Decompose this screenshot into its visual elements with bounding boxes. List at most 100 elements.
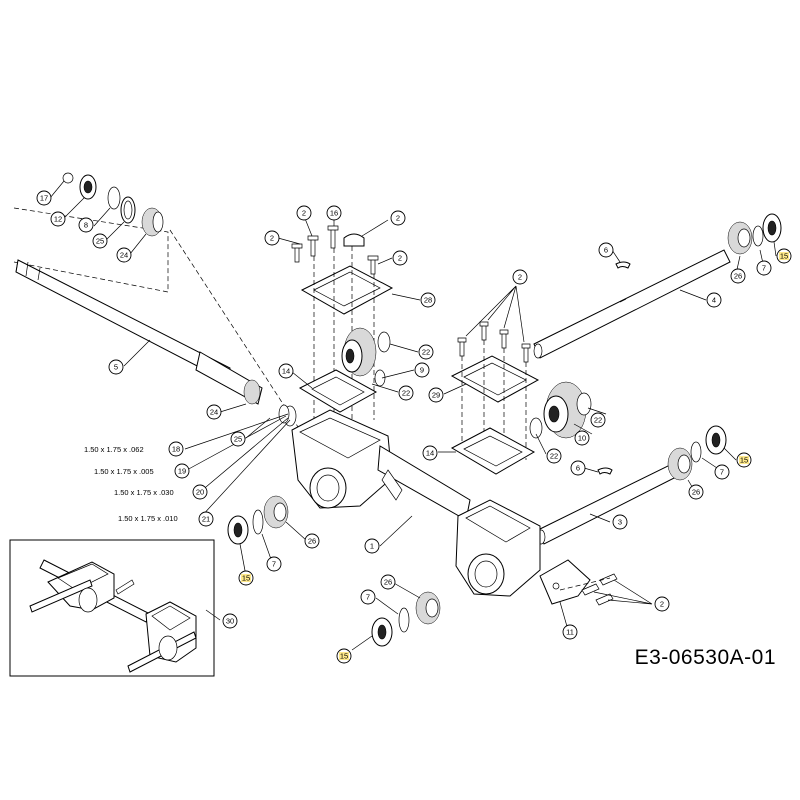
callout-label: 15 [780,252,788,261]
inset-assembly-view [9,539,215,677]
shaft-3 [536,425,727,545]
callout-circle [392,250,408,266]
callout-label: 18 [172,445,180,454]
callout-circle [230,431,246,447]
callout-label: 24 [120,251,128,260]
callout-2: 2 [392,250,408,266]
callout-label: 1 [370,542,374,551]
shim-spec-19: 1.50 x 1.75 x .005 [94,467,154,476]
callout-label: 2 [396,214,400,223]
callout-label: 2 [660,600,664,609]
callout-circle [590,412,606,428]
shim-spec-18: 1.50 x 1.75 x .062 [84,445,144,454]
callout-label: 24 [210,408,218,417]
callout-24: 24 [206,404,222,420]
callout-26: 26 [304,533,320,549]
callout-15: 15 [736,452,752,468]
callout-circle [264,230,280,246]
callout-label: 6 [576,464,580,473]
callout-14: 14 [278,363,294,379]
callout-2: 2 [390,210,406,226]
callout-label: 19 [178,467,186,476]
callout-7: 7 [266,556,282,572]
callout-circle [92,233,108,249]
callout-label: 10 [578,434,586,443]
callout-label: 25 [96,237,104,246]
callout-label: 22 [550,452,558,461]
callout-circle [688,484,704,500]
callout-12: 12 [50,211,66,227]
callout-15: 15 [238,570,254,586]
callout-17: 17 [36,190,52,206]
callout-circle [326,205,342,221]
top-cover-group [291,225,394,420]
callout-label: 5 [114,363,118,372]
callout-circle [360,589,376,605]
callout-circle [296,205,312,221]
callout-7: 7 [714,464,730,480]
callout-circle [422,445,438,461]
upper-left-bearing-group [13,172,169,293]
callout-circle [562,624,578,640]
callout-label: 7 [272,560,276,569]
callout-label: 28 [424,296,432,305]
callout-label: 26 [384,578,392,587]
callout-30: 30 [222,613,238,629]
callout-2: 2 [264,230,280,246]
callout-label: 21 [202,515,210,524]
callout-circle [116,247,132,263]
callout-label: 26 [308,537,316,546]
callout-11: 11 [562,624,578,640]
callout-circle [714,464,730,480]
callout-6: 6 [570,460,586,476]
callout-2: 2 [654,596,670,612]
lower-center-bearing-group [371,591,441,647]
callout-label: 17 [40,194,48,203]
callout-label: 2 [518,273,522,282]
main-housing-1 [278,404,541,597]
callout-circle [192,484,208,500]
callout-28: 28 [420,292,436,308]
callout-circle [364,538,380,554]
callout-circle [570,460,586,476]
callout-circle [654,596,670,612]
callout-22: 22 [546,448,562,464]
callout-label: 15 [340,652,348,661]
callout-29: 29 [428,387,444,403]
callout-circle [266,556,282,572]
callout-label: 14 [282,367,290,376]
callout-8: 8 [78,217,94,233]
shaft-5 [15,229,301,431]
shim-spec-21: 1.50 x 1.75 x .010 [118,514,178,523]
callout-circle [78,217,94,233]
callout-circle [706,292,722,308]
callout-label: 12 [54,215,62,224]
callout-circle [414,362,430,378]
callout-25: 25 [92,233,108,249]
callout-circle [398,385,414,401]
callout-9: 9 [414,362,430,378]
callout-label: 22 [402,389,410,398]
callout-label: 22 [594,416,602,425]
diagram-code: E3-06530A-01 [634,646,776,669]
gear-9-group [341,327,391,387]
callout-label: 7 [762,264,766,273]
callout-circle [222,613,238,629]
callout-14: 14 [422,445,438,461]
callout-circle [574,430,590,446]
callout-label: 15 [740,456,748,465]
gasket-14-left [298,369,378,413]
callout-circle [390,210,406,226]
callout-label: 26 [692,488,700,497]
callout-highlight [739,456,749,464]
callout-7: 7 [360,589,376,605]
callout-22: 22 [418,344,434,360]
callout-6: 6 [598,242,614,258]
callout-2: 2 [512,269,528,285]
shim-spec-20: 1.50 x 1.75 x .030 [114,488,174,497]
callout-16: 16 [326,205,342,221]
callout-circle [756,260,772,276]
end-cover-11-group [539,559,618,606]
